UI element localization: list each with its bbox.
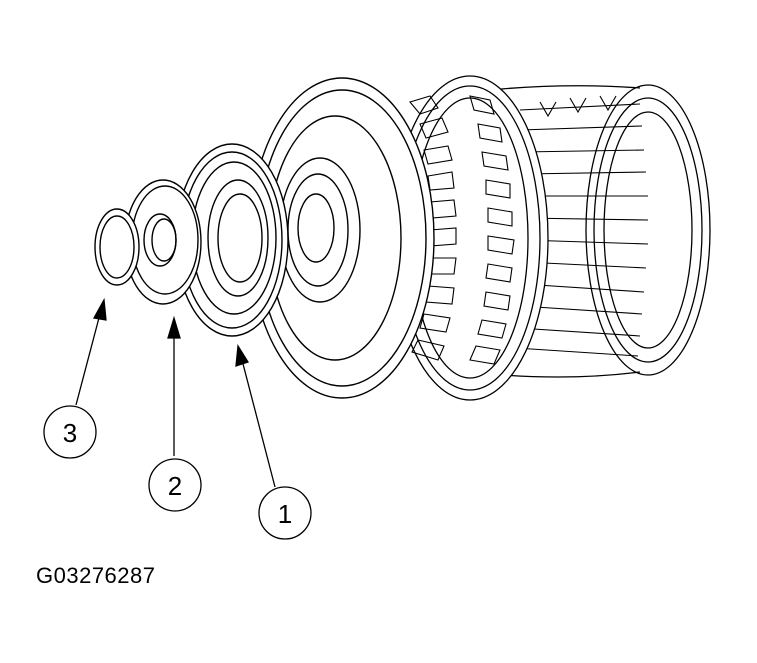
leader-arrow-2 [167,315,181,456]
part-3-snap-ring [94,208,140,286]
leader-arrow-1 [235,344,276,488]
leader-arrow-3 [75,297,107,406]
callout-2-label: 2 [168,471,182,501]
callout-3: 3 [43,405,97,459]
callout-1: 1 [258,486,312,540]
callout-3-label: 3 [63,418,77,448]
figure-id-label: G03276287 [36,563,156,588]
callout-2: 2 [148,458,202,512]
callout-1-label: 1 [278,499,292,529]
gear-front-face [249,77,435,399]
gear-teeth [409,95,515,365]
